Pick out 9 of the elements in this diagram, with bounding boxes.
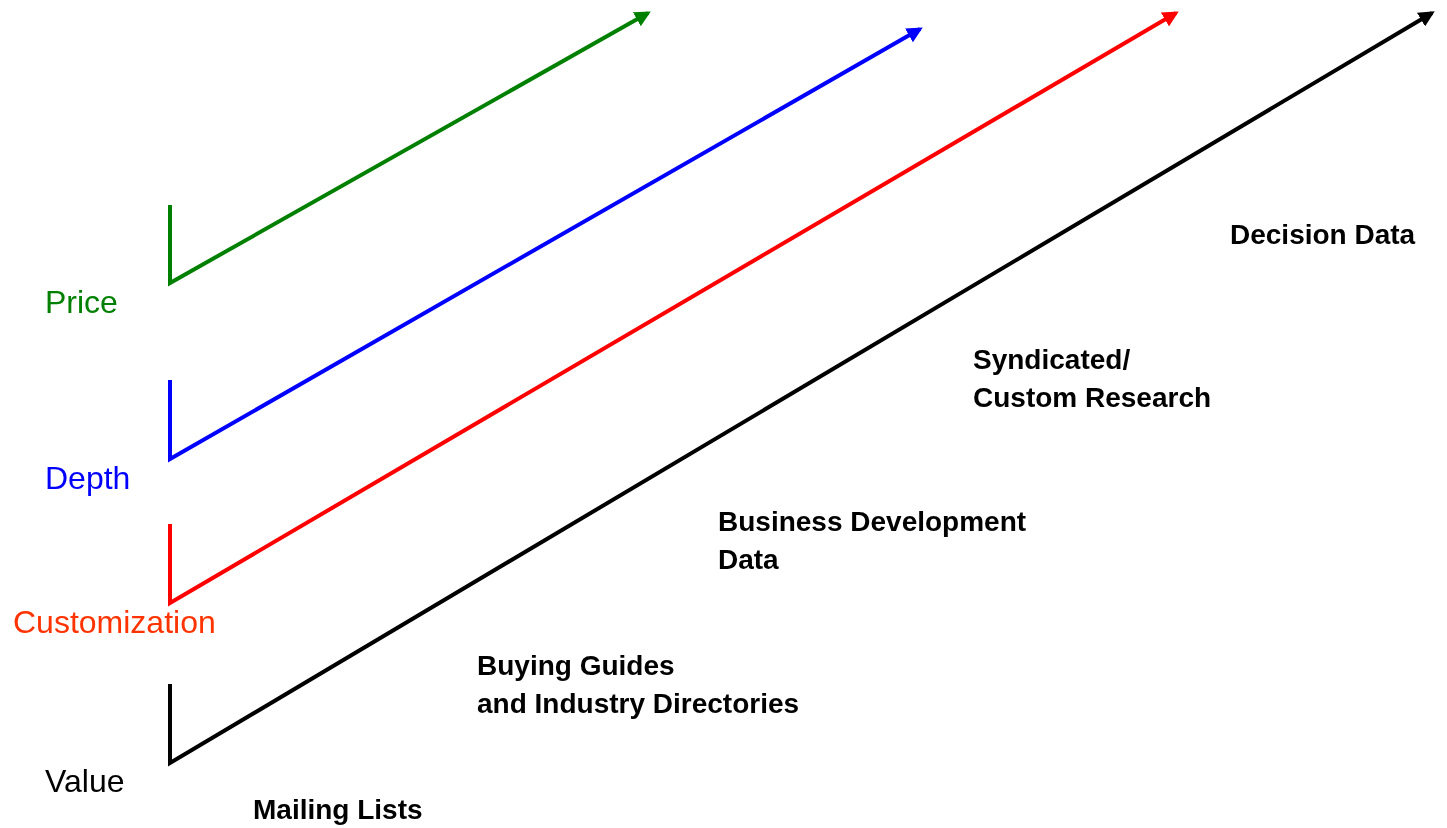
axis-label: Customization [13,603,216,641]
axis-label: Value [45,762,125,800]
tier-label: Buying Guides and Industry Directories [477,649,800,721]
tier-label: Mailing Lists [253,793,423,827]
axis-label: Depth [45,459,131,497]
tier-label: Syndicated/ Custom Research [973,343,1212,415]
tier-label: Business Development Data [718,505,1027,577]
axis-label: Price [45,283,118,321]
tier-label: Decision Data [1230,218,1416,252]
